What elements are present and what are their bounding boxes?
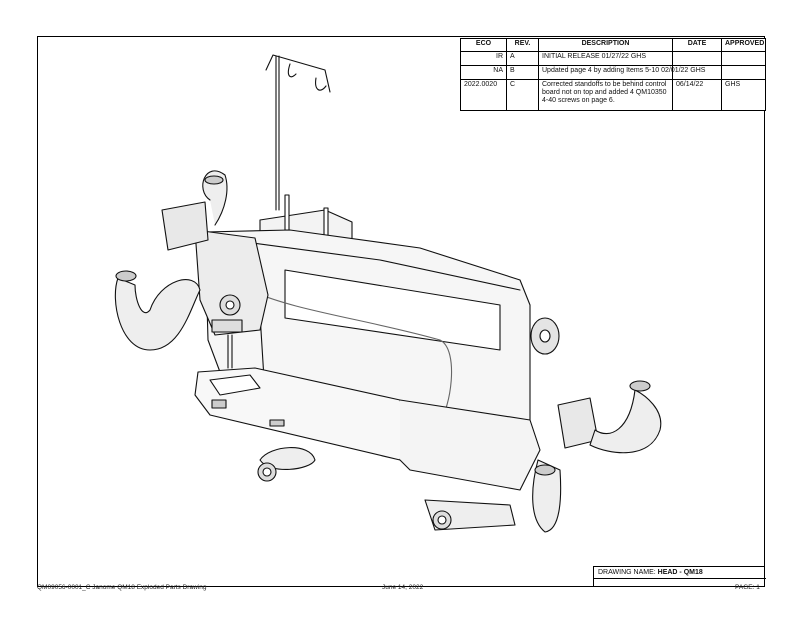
- hand-wheel: [530, 317, 560, 355]
- title-block: DRAWING NAME: HEAD - QM18: [593, 566, 766, 587]
- approved-cell: [721, 65, 766, 80]
- document-date: June 14, 2022: [382, 584, 424, 591]
- thread-stand: [265, 54, 331, 211]
- machine-feet: [257, 447, 516, 531]
- left-handles: [114, 170, 228, 351]
- drawing-name-cell: DRAWING NAME: HEAD - QM18: [594, 567, 766, 579]
- machine-base: [194, 367, 541, 491]
- drawing-name-label: DRAWING NAME:: [598, 569, 656, 576]
- description-cell: Corrected standoffs to be behind control…: [538, 79, 673, 111]
- drawing-name-value: HEAD - QM18: [657, 569, 703, 576]
- approved-header: APPROVED: [721, 38, 766, 52]
- revision-table: ECO REV. DESCRIPTION DATE APPROVED IR A …: [460, 38, 766, 111]
- machine-head: [194, 229, 269, 369]
- page-number: PAGE: 1: [735, 584, 760, 591]
- approved-cell: GHS: [721, 79, 766, 111]
- drawing-border: [37, 36, 765, 587]
- right-handles: [532, 380, 662, 533]
- revision-row: 2022.0020 C Corrected standoffs to be be…: [460, 79, 766, 111]
- eco-cell: 2022.0020: [460, 79, 507, 111]
- approved-cell: [721, 51, 766, 66]
- document-name: QM09056-0001_C Janome QM18 Exploded Part…: [37, 584, 207, 591]
- sewing-machine-head-drawing: [114, 54, 662, 533]
